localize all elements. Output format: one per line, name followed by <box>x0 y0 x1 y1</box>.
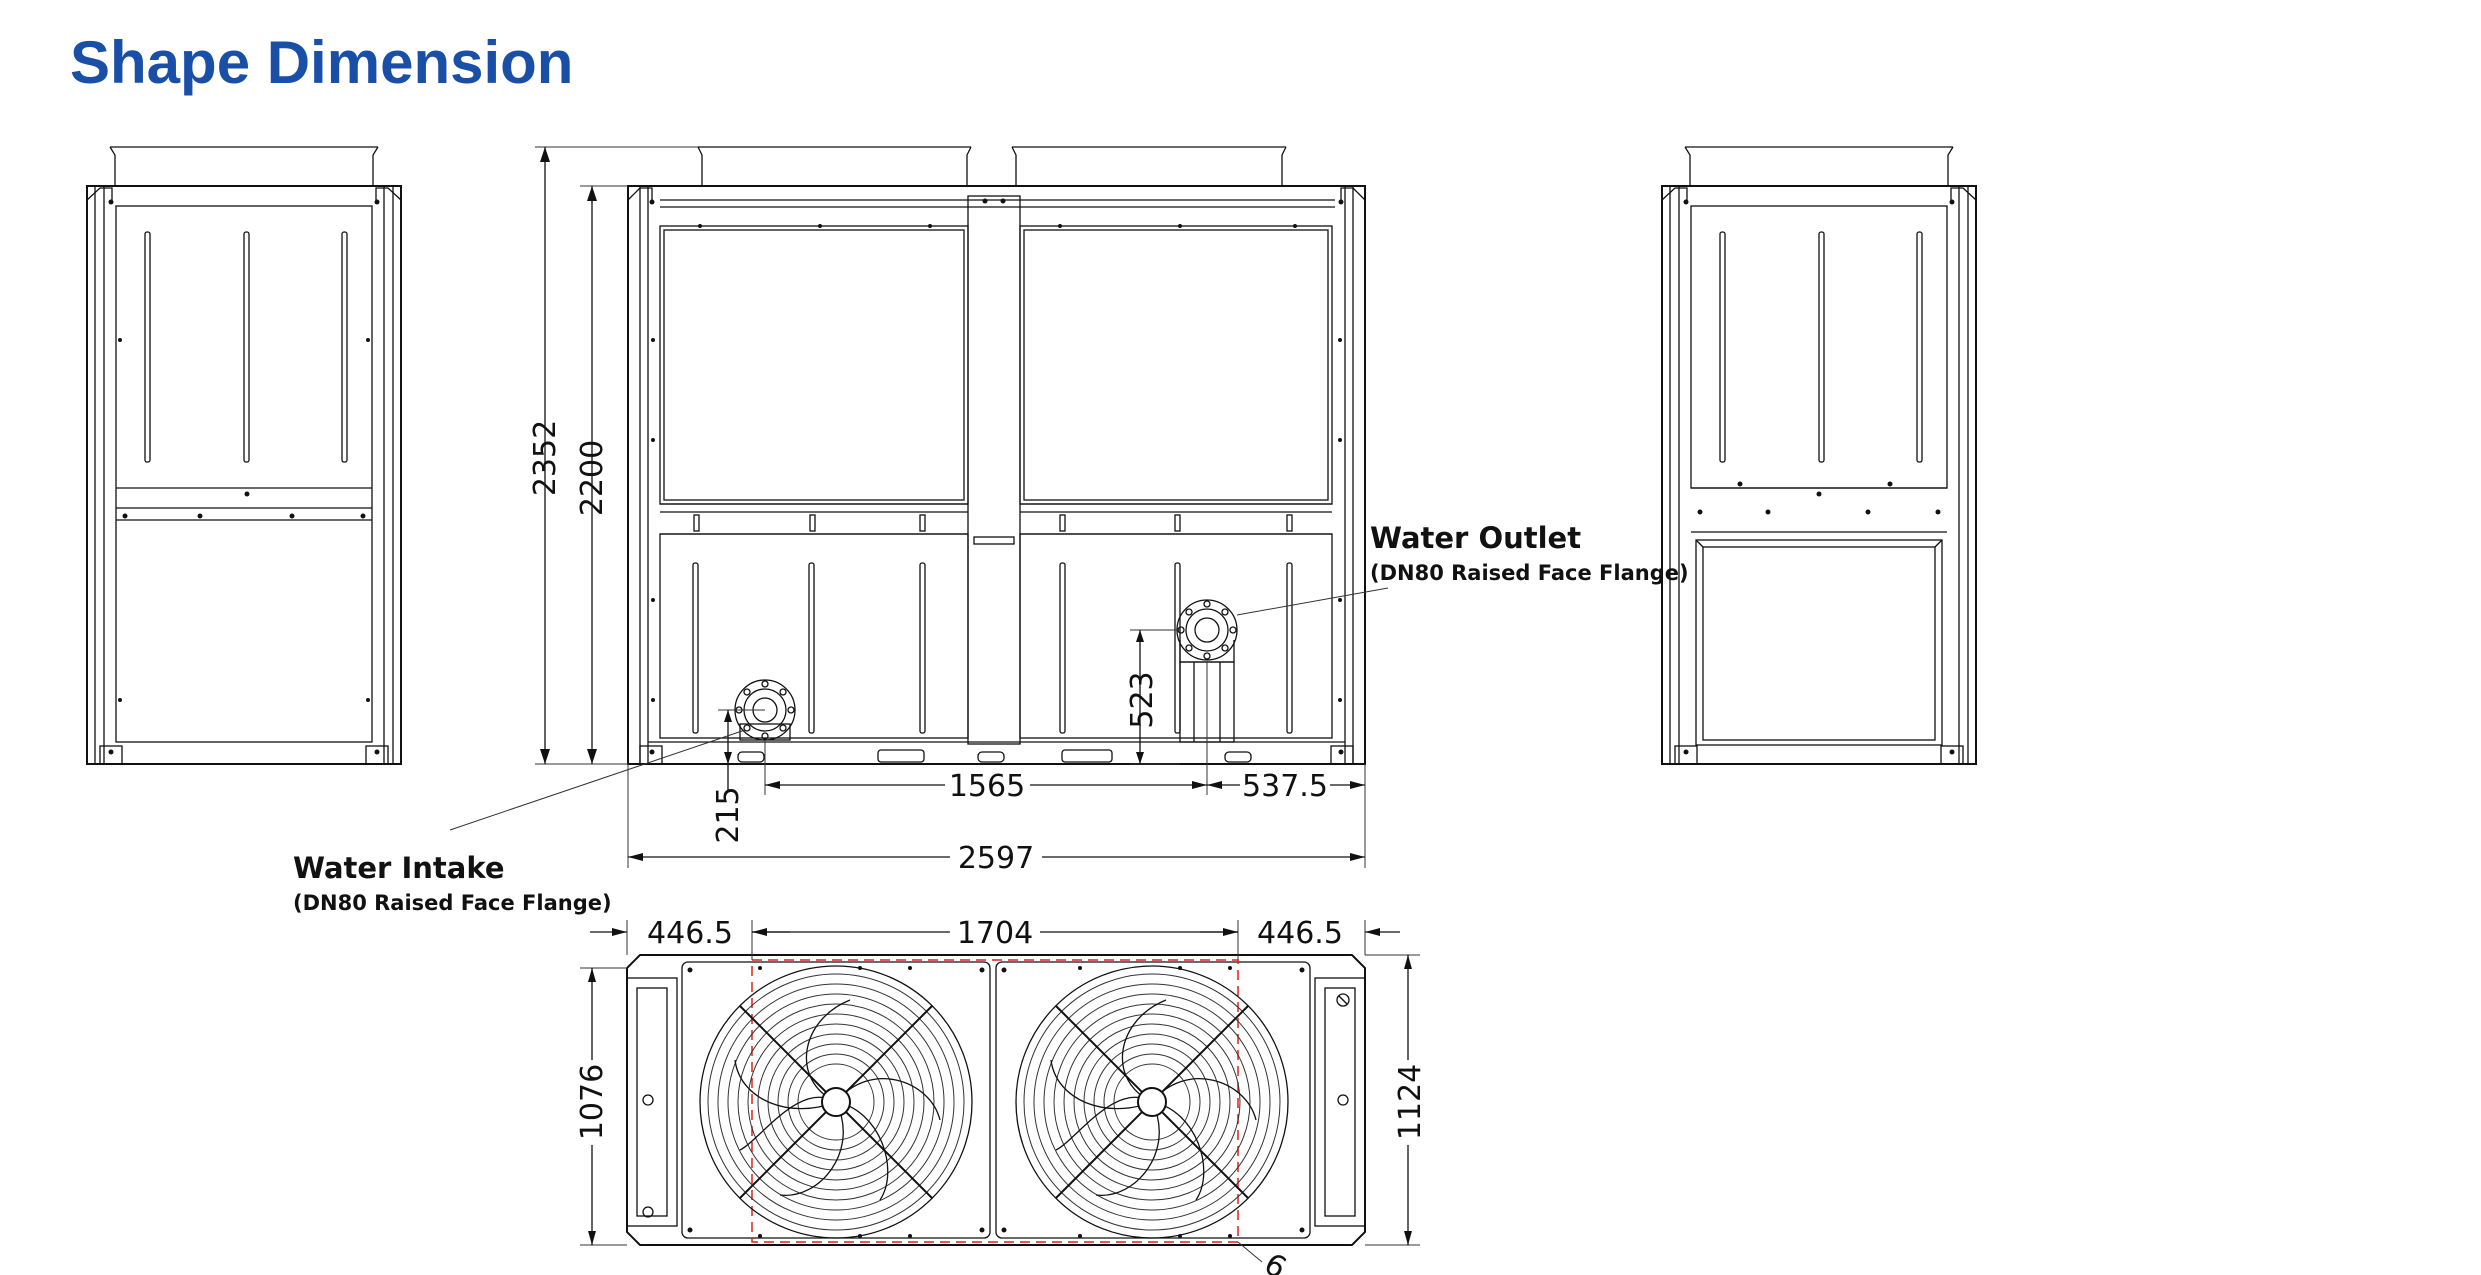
fan-pitch-marker <box>751 959 1239 1243</box>
right-side-view <box>1661 146 1977 765</box>
front-view: 2352 2200 215 523 <box>449 146 1389 876</box>
inner-width-dimension <box>580 967 627 1246</box>
overall-width-dimension <box>1365 954 1420 1246</box>
outlet-height-dimension <box>1130 629 1180 765</box>
water-outlet-label: Water Outlet <box>1370 521 1581 555</box>
height-dimension-2200 <box>580 185 628 764</box>
overall-length-dimension <box>627 764 1366 868</box>
height-dimension-2352 <box>535 146 698 765</box>
intake-leader-line <box>449 729 746 831</box>
fan-margin-left-value: 446.5 <box>647 916 733 951</box>
fan-margin-right-value: 446.5 <box>1257 916 1343 951</box>
intake-to-outlet-value: 1565 <box>949 769 1025 804</box>
page-title: Shape Dimension <box>70 29 574 96</box>
water-outlet-spec: (DN80 Raised Face Flange) <box>1370 561 1689 585</box>
intake-height-dimension <box>718 709 765 790</box>
fan-spacing-dimension <box>590 920 1400 960</box>
fan-pitch-value: 1704 <box>957 916 1033 951</box>
corner-gap-value: 6 <box>1258 1247 1292 1275</box>
intake-height-value: 215 <box>711 786 746 843</box>
body-height-value: 2200 <box>575 440 610 516</box>
overall-height-value: 2352 <box>528 420 563 496</box>
overall-width-value: 1124 <box>1393 1064 1428 1140</box>
water-intake-spec: (DN80 Raised Face Flange) <box>293 891 612 915</box>
left-side-view <box>86 146 402 765</box>
fan-icon <box>1015 965 1289 1239</box>
water-intake-label: Water Intake <box>293 851 505 885</box>
flange-spacing-dimension <box>764 662 1366 795</box>
overall-length-value: 2597 <box>958 841 1034 876</box>
outlet-height-value: 523 <box>1125 671 1160 728</box>
inner-width-value: 1076 <box>575 1064 610 1140</box>
corner-gap-leader <box>1237 1241 1263 1263</box>
outlet-leader-line <box>1236 587 1389 616</box>
outlet-to-edge-value: 537.5 <box>1242 769 1328 804</box>
top-view: 446.5 1704 446.5 1076 1124 6 <box>575 916 1428 1275</box>
fan-icon <box>699 965 973 1239</box>
